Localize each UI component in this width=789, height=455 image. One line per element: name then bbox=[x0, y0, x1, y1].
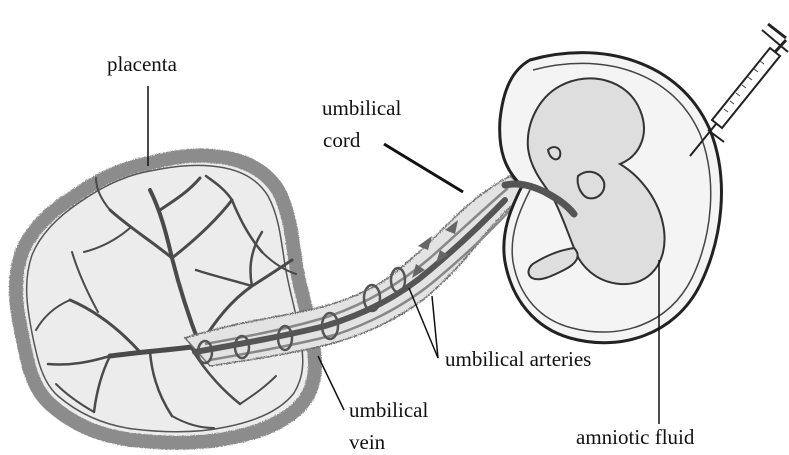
umbilical-vein-label-line1: umbilical bbox=[349, 398, 428, 422]
umbilical-cord-label-line2: cord bbox=[323, 128, 360, 152]
umbilical-cord-label-line1: umbilical bbox=[322, 96, 401, 120]
fetus-arm bbox=[578, 172, 605, 199]
umbilical-cord-leader bbox=[384, 144, 463, 192]
umbilical-vein-leader bbox=[318, 356, 344, 410]
placenta bbox=[16, 155, 315, 442]
umbilical-arteries-label: umbilical arteries bbox=[445, 347, 591, 371]
umbilical-arteries-leader-2 bbox=[432, 296, 438, 358]
amniotic-fluid-label: amniotic fluid bbox=[576, 425, 694, 449]
umbilical-vein-label-line2: vein bbox=[349, 430, 385, 454]
placenta-label: placenta bbox=[107, 52, 177, 76]
